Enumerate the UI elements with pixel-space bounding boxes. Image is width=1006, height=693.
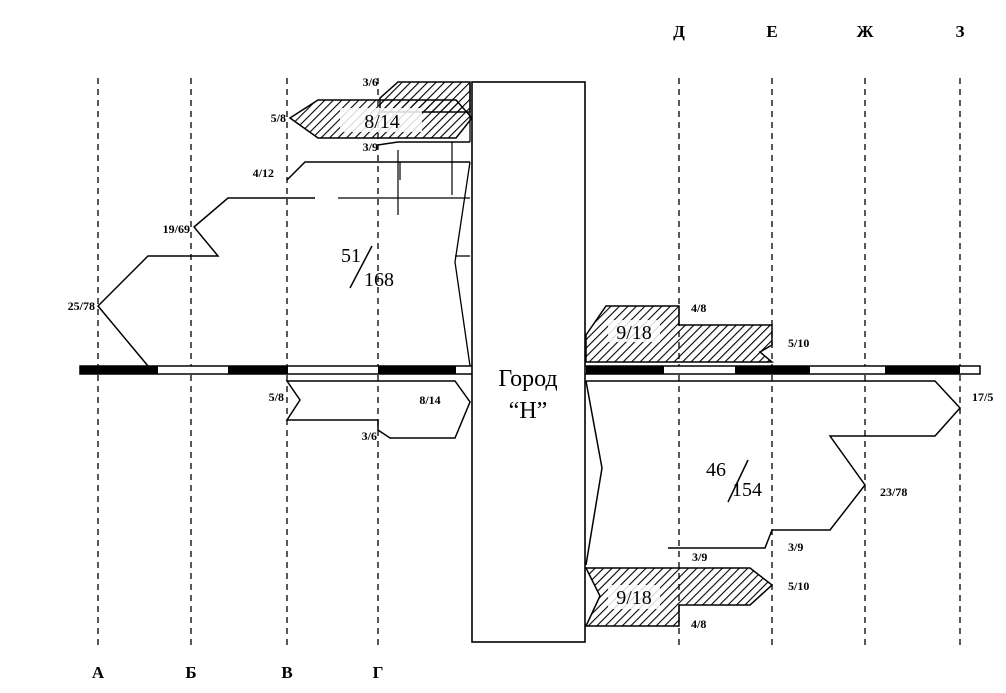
label-right-down-5-10: 5/10 [788,579,809,593]
label-right-down-3-9-left: 3/9 [692,550,707,564]
left-up-flow-ticks [397,142,453,215]
label-left-up-19-69: 19/69 [163,222,190,236]
label-right-up-5-10: 5/10 [788,336,809,350]
col-label-zh: Ж [857,22,874,41]
right-down-hatched-arrow-9-18 [584,567,774,627]
label-left-up-25-78: 25/78 [68,299,95,313]
col-label-b: Б [185,663,196,682]
label-left-up-total-num: 51 [341,245,361,267]
label-right-up-4-8: 4/8 [691,301,706,315]
city-name: Город [498,366,557,392]
label-right-down-9-18: 9/18 [616,587,652,609]
city-box [471,81,586,643]
city-letter: “Н” [509,398,548,424]
label-right-down-23-78: 23/78 [880,485,907,499]
left-up-total-slash [349,245,373,289]
right-down-flow-outline [585,380,962,566]
label-right-down-total-num: 46 [706,459,726,481]
right-down-total-slash [727,459,749,503]
label-left-up-8-14: 8/14 [364,111,400,133]
col-label-v: В [281,663,292,682]
label-left-down-5-8: 5/8 [269,390,284,404]
label-left-up-3-9: 3/9 [363,140,378,154]
label-right-down-total-den: 154 [732,479,762,501]
label-right-up-9-18: 9/18 [616,322,652,344]
label-right-down-4-8: 4/8 [691,617,706,631]
label-right-down-3-9-right: 3/9 [788,540,803,554]
left-up-flow-outline [96,141,470,367]
col-label-e: Е [766,22,777,41]
label-right-down-17-5: 17/5 [972,390,993,404]
label-left-up-total-den: 168 [364,269,394,291]
col-label-g: Г [373,663,384,682]
label-left-up-5-8: 5/8 [271,111,286,125]
col-label-d: Д [673,22,685,41]
label-left-down-3-6: 3/6 [362,429,377,443]
label-left-down-8-14: 8/14 [419,393,440,407]
col-label-a: А [92,663,105,682]
left-down-flow-outline [285,380,471,439]
column-guides [97,78,961,648]
col-label-z: З [956,22,965,41]
label-left-up-3-6: 3/6 [363,75,378,89]
label-left-up-4-12: 4/12 [253,166,274,180]
